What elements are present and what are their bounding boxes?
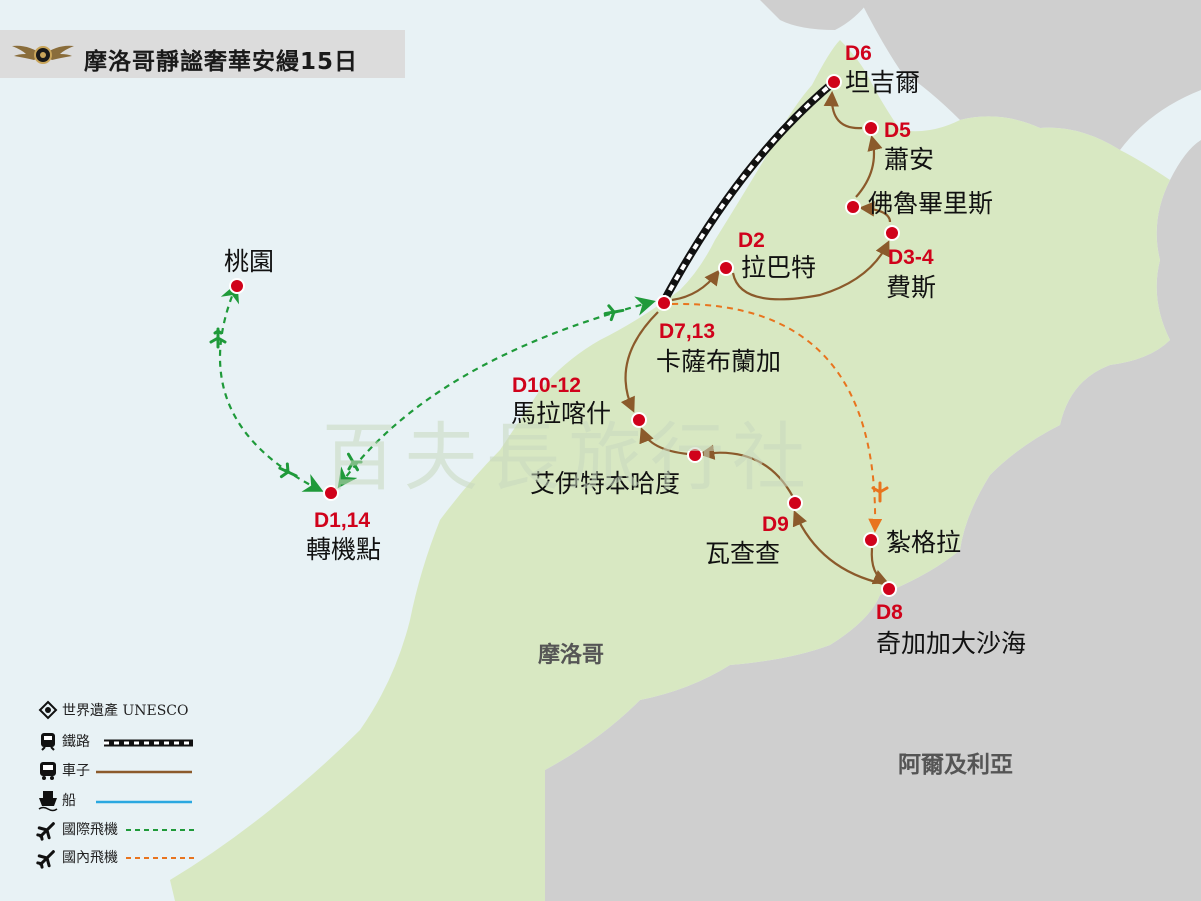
legend-label: 國際飛機: [62, 822, 118, 838]
watermark: 百夫長旅行社: [322, 415, 814, 501]
city-name-zagora: 紮格拉: [886, 528, 961, 557]
city-dot-chefchaouen[interactable]: [863, 120, 879, 136]
city-dot-fes[interactable]: [884, 225, 900, 241]
unesco-icon: [38, 700, 58, 720]
algeria-land: [545, 140, 1201, 901]
city-name-tangier: 坦吉爾: [845, 68, 920, 97]
airplane-icon: [278, 462, 298, 479]
city-dot-tangier[interactable]: [826, 74, 842, 90]
legend-label: 國內飛機: [62, 850, 118, 866]
legend-lines: [96, 739, 194, 859]
title-bar: [0, 30, 405, 78]
spain-land-north: [760, 0, 870, 30]
legend-item-intl-flight: 國際飛機: [62, 818, 118, 840]
day-label-ouarzazate: D9: [762, 513, 789, 536]
spain-land: [760, 0, 1201, 150]
airplane-icon: [347, 452, 363, 472]
city-name-transfer: 轉機點: [306, 535, 381, 564]
city-name-fes: 費斯: [886, 273, 936, 302]
city-dot-taoyuan[interactable]: [229, 278, 245, 294]
city-dot-ait-benhaddou[interactable]: [687, 447, 703, 463]
winged-logo-icon: [12, 45, 74, 64]
legend-label: 船: [62, 793, 76, 809]
airplane-icon: [603, 304, 625, 322]
airplane-icon: [209, 327, 227, 349]
day-label-fes: D3-4: [888, 246, 934, 269]
city-name-chefchaouen: 蕭安: [884, 145, 934, 174]
legend-item-boat: 船: [62, 789, 76, 811]
country-label-algeria: 阿爾及利亞: [898, 751, 1013, 778]
day-label-marrakech: D10-12: [512, 374, 581, 397]
city-name-volubilis: 佛魯畢里斯: [868, 189, 993, 218]
city-dot-volubilis[interactable]: [845, 199, 861, 215]
city-dot-casablanca[interactable]: [656, 295, 672, 311]
boat-icon: [38, 791, 58, 812]
dom-flight-casablanca-zagora: [671, 302, 883, 533]
day-label-tangier: D6: [845, 42, 872, 65]
legend-label: 世界遺產 UNESCO: [62, 703, 189, 719]
city-name-erg-chigaga: 奇加加大沙海: [876, 629, 1026, 658]
morocco-land: [170, 40, 1170, 901]
intl-flight-transfer-casablanca: [337, 296, 656, 489]
city-dot-marrakech[interactable]: [631, 412, 647, 428]
airplane-icon: [871, 481, 889, 503]
day-label-erg-chigaga: D8: [876, 601, 903, 624]
city-dot-zagora[interactable]: [863, 532, 879, 548]
day-label-chefchaouen: D5: [884, 119, 911, 142]
airplane-icon: [36, 822, 55, 841]
city-dot-transfer[interactable]: [323, 485, 339, 501]
legend-item-dom-flight: 國內飛機: [62, 846, 118, 868]
page-title: 摩洛哥靜謐奢華安縵15日: [84, 49, 359, 75]
bus-icon: [40, 762, 56, 780]
airplane-icon: [36, 850, 55, 869]
city-name-marrakech: 馬拉喀什: [511, 399, 611, 428]
city-dot-rabat[interactable]: [718, 260, 734, 276]
day-label-rabat: D2: [738, 229, 765, 252]
city-dots: [229, 74, 900, 597]
car-routes: [620, 90, 892, 586]
legend-item-unesco: 世界遺產 UNESCO: [62, 699, 189, 721]
city-name-ait-benhaddou: 艾伊特本哈度: [530, 469, 680, 498]
country-label-morocco: 摩洛哥: [538, 642, 604, 668]
day-label-casablanca: D7,13: [659, 320, 715, 343]
city-name-taoyuan: 桃園: [224, 247, 274, 276]
legend-item-rail: 鐵路: [62, 730, 90, 752]
city-name-rabat: 拉巴特: [741, 253, 816, 282]
city-dot-erg-chigaga[interactable]: [881, 581, 897, 597]
city-dot-ouarzazate[interactable]: [787, 495, 803, 511]
train-icon: [41, 733, 55, 751]
day-label-transfer: D1,14: [314, 509, 370, 532]
city-name-casablanca: 卡薩布蘭加: [656, 347, 781, 376]
city-name-ouarzazate: 瓦查查: [705, 539, 780, 568]
legend-label: 鐵路: [62, 734, 90, 750]
legend-label: 車子: [62, 763, 90, 779]
legend-item-car: 車子: [62, 759, 90, 781]
